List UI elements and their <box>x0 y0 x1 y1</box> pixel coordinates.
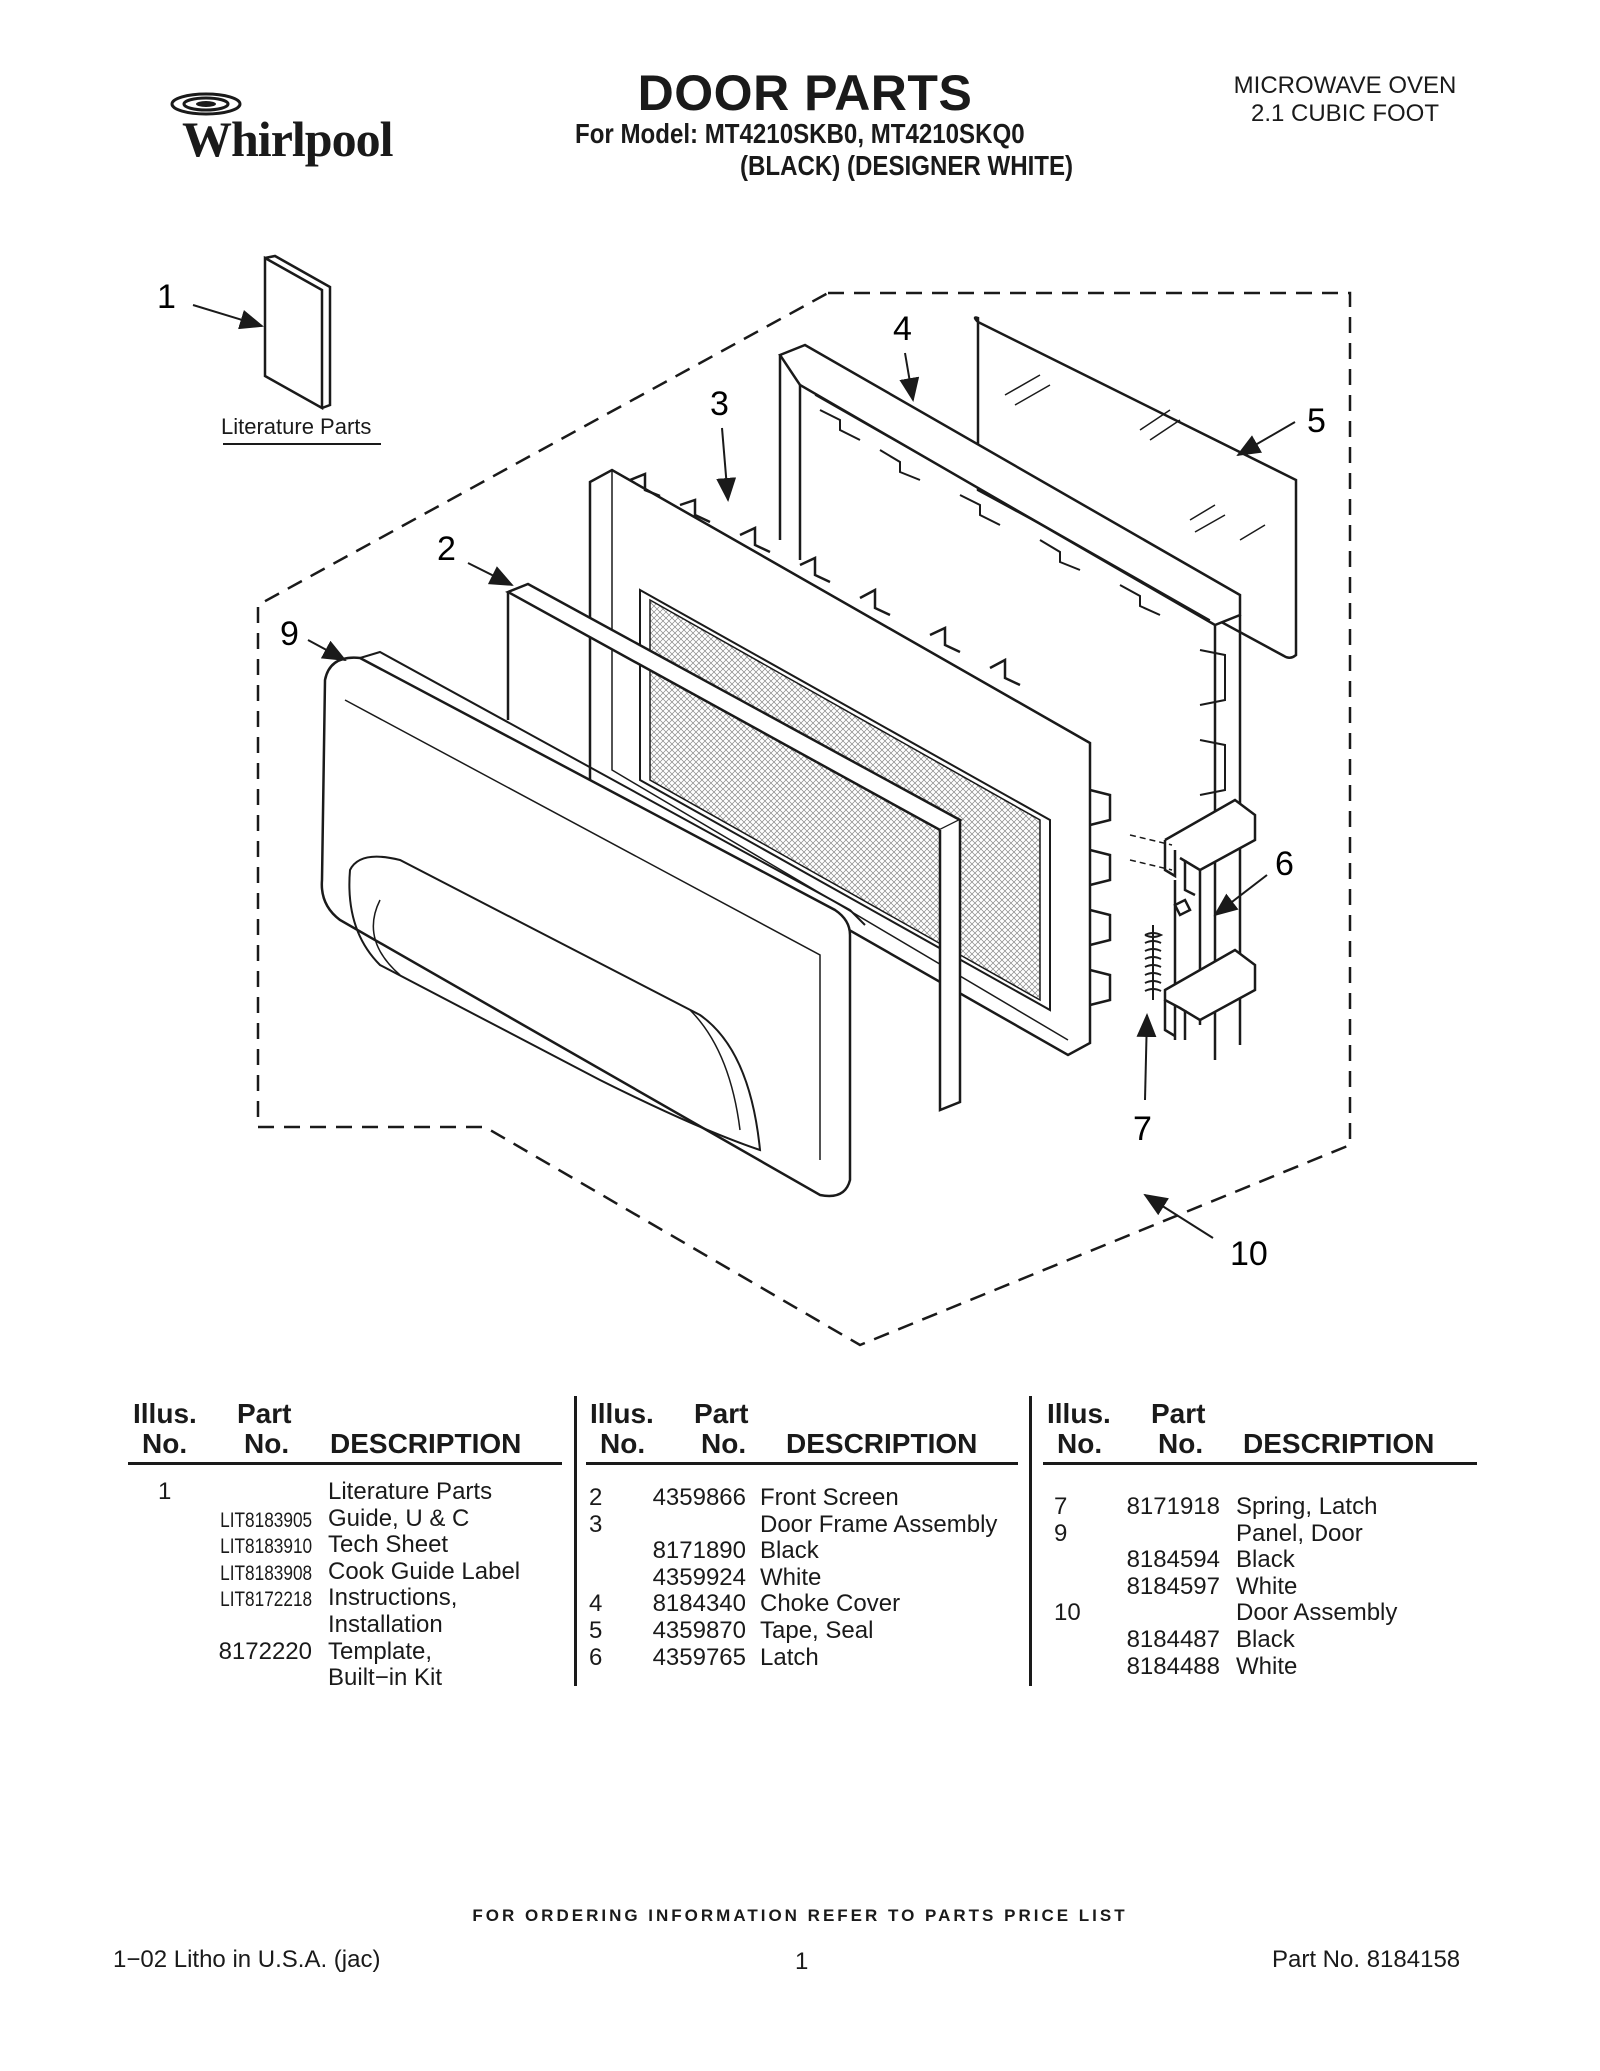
part-description: Literature Parts <box>328 1478 493 1505</box>
footer-part-number: Part No. 8184158 <box>1272 1946 1461 1973</box>
header-rule-1 <box>128 1462 562 1465</box>
callout-3: 3 <box>710 385 729 423</box>
callout-5: 5 <box>1307 402 1326 440</box>
part-number: LIT8183908 <box>220 1561 312 1585</box>
part-number: LIT8172218 <box>220 1588 312 1612</box>
assembly-boundary <box>256 291 1352 1347</box>
illus-number: 9 <box>1054 1519 1068 1547</box>
part-6-latch <box>1163 798 1257 1040</box>
page-title: DOOR PARTS <box>0 64 1600 122</box>
header-part-no-2: No. <box>701 1428 747 1459</box>
swirl-icon <box>170 92 242 116</box>
brand-wordmark: Whirlpool <box>182 111 393 167</box>
column-divider-1 <box>574 1396 577 1686</box>
part-description: Choke Cover <box>760 1590 901 1618</box>
literature-caption: Literature Parts <box>221 414 372 439</box>
part-description: White <box>760 1563 822 1591</box>
part-number: 4359924 <box>652 1563 746 1591</box>
brand-logo: Whirlpool <box>158 88 398 178</box>
part-description: Built−in Kit <box>328 1664 443 1692</box>
part-description: Instructions, <box>328 1584 458 1612</box>
part-9-door-panel <box>320 650 866 1198</box>
part-description: Template, <box>328 1637 433 1665</box>
part-description: Front Screen <box>760 1484 899 1511</box>
page-number: 1 <box>795 1948 809 1975</box>
part-description: Tech Sheet <box>328 1531 449 1559</box>
callout-9: 9 <box>280 615 299 653</box>
literature-booklet <box>263 254 332 411</box>
part-description: Door Frame Assembly <box>760 1510 998 1538</box>
illus-number: 3 <box>589 1510 603 1538</box>
part-number: LIT8183910 <box>220 1535 312 1559</box>
header-rule-3 <box>1043 1462 1477 1465</box>
part-description: Door Assembly <box>1236 1599 1398 1627</box>
illus-number: 1 <box>158 1478 172 1505</box>
callout-1: 1 <box>157 278 176 316</box>
model-line: For Model: MT4210SKB0, MT4210SKQ0 <box>575 118 1025 149</box>
callout-10: 10 <box>1230 1235 1268 1273</box>
part-description: Spring, Latch <box>1236 1493 1378 1520</box>
header-desc-2: DESCRIPTION <box>786 1428 978 1459</box>
part-number: 4359870 <box>652 1617 746 1644</box>
part-description: Panel, Door <box>1236 1519 1363 1547</box>
callout-7: 7 <box>1133 1110 1152 1148</box>
title-text: DOOR PARTS <box>637 65 973 121</box>
part-description: White <box>1236 1572 1298 1600</box>
product-info: MICROWAVE OVEN 2.1 CUBIC FOOT <box>1220 72 1470 128</box>
header-illus-no-1: No. <box>142 1428 188 1459</box>
part-number: 8184594 <box>1126 1546 1220 1574</box>
footer-litho: 1−02 Litho in U.S.A. (jac) <box>113 1946 381 1973</box>
part-description: Guide, U & C <box>328 1504 470 1532</box>
illus-number: 6 <box>589 1643 603 1671</box>
part-7-spring <box>1144 925 1164 1000</box>
part-description: Black <box>1236 1626 1295 1653</box>
header-part-no-1: No. <box>244 1428 290 1459</box>
part-description: Installation <box>328 1611 443 1638</box>
part-2-front-screen <box>505 582 963 1112</box>
header-illus-no-2: No. <box>600 1428 646 1459</box>
product-size: 2.1 CUBIC FOOT <box>1250 100 1440 127</box>
header-desc-3: DESCRIPTION <box>1243 1428 1435 1459</box>
part-number: LIT8183905 <box>220 1508 312 1532</box>
header-desc-1: DESCRIPTION <box>330 1428 522 1459</box>
header-illus-3: Illus. <box>1047 1398 1111 1429</box>
illus-number: 2 <box>589 1484 603 1511</box>
header-illus-1: Illus. <box>133 1398 197 1429</box>
part-number: 8184488 <box>1126 1652 1220 1680</box>
part-number: 8172220 <box>218 1637 312 1665</box>
color-line: (BLACK) (DESIGNER WHITE) <box>740 150 1074 181</box>
header-illus-no-3: No. <box>1057 1428 1103 1459</box>
part-number: 4359866 <box>652 1484 746 1511</box>
product-type: MICROWAVE OVEN <box>1233 72 1457 99</box>
header-rule-2 <box>586 1462 1018 1465</box>
callout-2: 2 <box>437 530 456 568</box>
part-number: 8171918 <box>1126 1493 1220 1520</box>
header-illus-2: Illus. <box>590 1398 654 1429</box>
part-number: 4359765 <box>652 1643 746 1671</box>
ordering-note: FOR ORDERING INFORMATION REFER TO PARTS … <box>472 1906 1128 1925</box>
callout-4: 4 <box>893 310 912 348</box>
part-number: 8184597 <box>1126 1572 1220 1600</box>
header-part-1: Part <box>237 1398 292 1429</box>
exploded-parts-diagram: 1 2 3 4 5 6 7 9 10 <box>157 254 1352 1347</box>
part-description: Black <box>1236 1546 1295 1574</box>
header-part-3: Part <box>1151 1398 1206 1429</box>
illus-number: 10 <box>1054 1599 1081 1627</box>
part-description: Latch <box>760 1643 819 1671</box>
part-description: Black <box>760 1537 819 1565</box>
part-number: 8184487 <box>1126 1626 1220 1653</box>
part-number: 8171890 <box>652 1537 746 1565</box>
header-part-2: Part <box>694 1398 749 1429</box>
illus-number: 7 <box>1054 1493 1068 1520</box>
part-description: Tape, Seal <box>760 1617 874 1644</box>
header-part-no-3: No. <box>1158 1428 1204 1459</box>
part-5-glass <box>973 316 1298 659</box>
column-divider-2 <box>1029 1396 1032 1686</box>
illus-number: 5 <box>589 1617 603 1644</box>
part-number: 8184340 <box>652 1590 746 1618</box>
illus-number: 4 <box>589 1590 603 1618</box>
part-description: Cook Guide Label <box>328 1557 521 1585</box>
part-description: White <box>1236 1652 1298 1680</box>
callout-6: 6 <box>1275 845 1294 883</box>
